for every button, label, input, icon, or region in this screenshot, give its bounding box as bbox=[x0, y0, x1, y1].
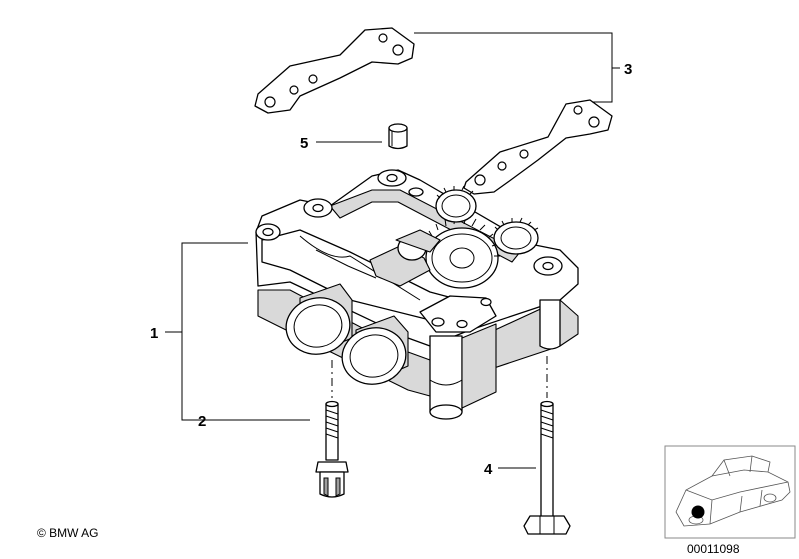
image-number: 00011098 bbox=[687, 542, 740, 556]
bracket-upper bbox=[254, 27, 415, 114]
boss-right bbox=[533, 256, 563, 276]
sleeve bbox=[388, 123, 408, 150]
bracket-lower bbox=[463, 99, 613, 195]
bolt-long bbox=[523, 400, 571, 535]
gear-rear-1 bbox=[435, 185, 477, 223]
bolt-short bbox=[315, 400, 349, 498]
gear-rear-2 bbox=[493, 217, 539, 255]
car-outline-icon bbox=[675, 455, 791, 527]
location-marker-icon bbox=[691, 505, 705, 519]
shaft-end-left bbox=[285, 283, 353, 355]
callout-2: 2 bbox=[198, 413, 206, 430]
boss-left bbox=[255, 198, 333, 241]
callout-4: 4 bbox=[484, 461, 493, 478]
balancer-housing bbox=[255, 169, 579, 420]
callout-1: 1 bbox=[150, 325, 158, 342]
shaft-end-right bbox=[341, 315, 409, 385]
callout-5: 5 bbox=[300, 135, 308, 152]
leader-lines bbox=[165, 32, 620, 469]
vehicle-locator-thumbnail bbox=[664, 445, 796, 539]
boss-rear bbox=[377, 169, 424, 197]
callout-3: 3 bbox=[624, 61, 632, 78]
copyright-text: © BMW AG bbox=[37, 526, 99, 540]
boss-front bbox=[419, 295, 497, 333]
gear-large bbox=[425, 216, 500, 289]
